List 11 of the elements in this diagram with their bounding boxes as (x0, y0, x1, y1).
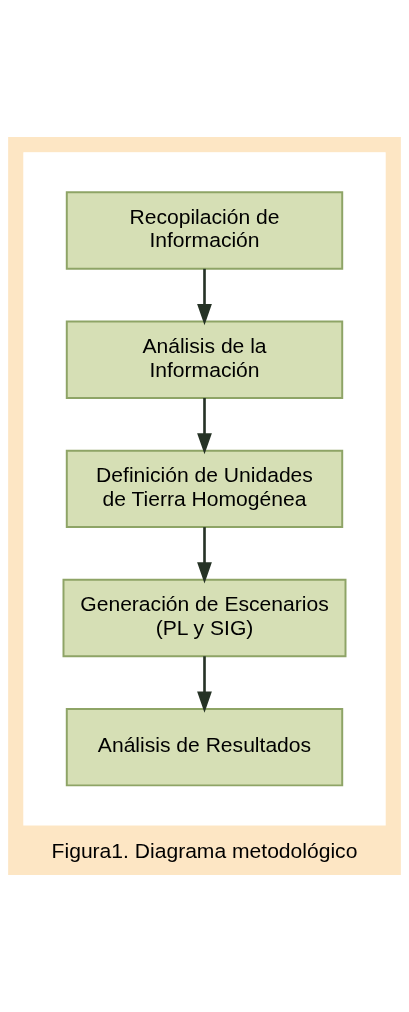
node-box: Generación de Escenarios (PL y SIG) (62, 578, 347, 658)
cluster (23, 152, 386, 826)
arrow (197, 398, 212, 455)
arrow (197, 527, 212, 584)
node-box: Análisis de Resultados (65, 707, 344, 787)
node-box: Recopilación de Información (65, 191, 344, 270)
caption: Figura1. Diagrama metodológico (51, 838, 358, 862)
arrow (197, 656, 212, 713)
node-box: Definición de Unidades de Tierra Homogénea (65, 449, 344, 529)
arrow (197, 268, 212, 326)
node-box: Análisis de la Información (65, 320, 344, 399)
